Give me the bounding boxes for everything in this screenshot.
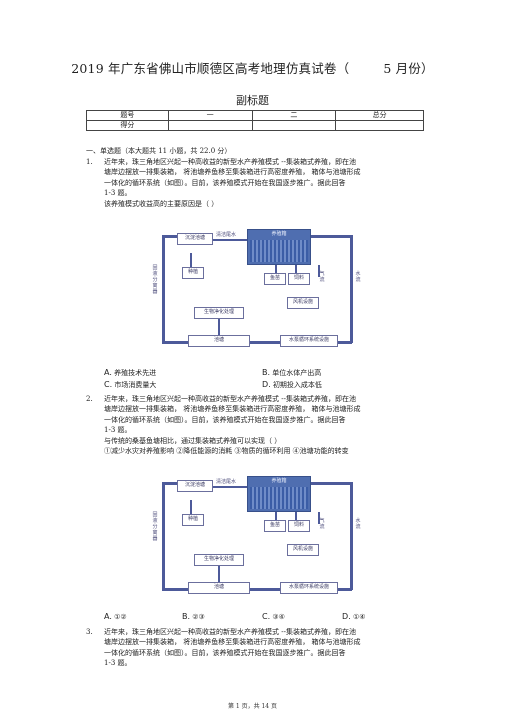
score-table: 题号 一 二 总分 得分 xyxy=(86,110,424,131)
blower-box: 风机设施 xyxy=(287,544,319,556)
feed-box: 饲料 xyxy=(288,520,310,532)
document-title: 2019 年广东省佛山市顺德区高考地理仿真试卷（5 月份） xyxy=(71,61,434,76)
feed-box: 饲料 xyxy=(288,273,310,285)
option-2d[interactable]: D. ①④ xyxy=(342,612,366,621)
option-1a[interactable]: A. 养殖技术先进 xyxy=(104,368,157,377)
fry-box: 鱼苗 xyxy=(264,520,286,532)
bio-treatment-box: 生物净化处理 xyxy=(194,554,244,566)
pond-box: 池塘 xyxy=(188,335,250,347)
question-2-stem: 近年来，珠三角地区兴起一种高收益的新型水产养殖模式 --集装箱式养殖，即在池 塘… xyxy=(104,395,361,456)
blower-box: 风机设施 xyxy=(287,297,319,309)
section-header: 一、单选题（本大题共 11 小题，共 22.0 分） xyxy=(86,147,232,155)
question-3-stem: 近年来，珠三角地区兴起一种高收益的新型水产养殖模式 --集装箱式养殖，即在池 塘… xyxy=(104,628,361,668)
table-row: 题号 一 二 总分 xyxy=(86,110,424,121)
bio-treatment-box: 生物净化处理 xyxy=(194,307,244,319)
page-footer: 第 1 页，共 14 页 xyxy=(227,703,278,710)
option-2a[interactable]: A. ①② xyxy=(104,612,127,621)
fry-box: 鱼苗 xyxy=(264,273,286,285)
option-1b[interactable]: B. 单位水体产出高 xyxy=(262,368,322,377)
container-box: 养殖箱 xyxy=(247,476,311,512)
option-2b[interactable]: B. ②③ xyxy=(182,612,205,621)
aquaculture-diagram-1: 沉淀池塘 清洁尾水 养殖箱 种植 鱼苗 饲料 气流 风机设施 生物净化处理 池塘… xyxy=(150,225,365,353)
aquaculture-diagram-2: 沉淀池塘 清洁尾水 养殖箱 种植 鱼苗 饲料 气流 风机设施 生物净化处理 池塘… xyxy=(150,472,365,600)
question-1-number: 1. xyxy=(86,158,93,166)
solid-liquid-separator-label: 固液分离器 xyxy=(152,265,158,295)
question-stem: 近年来，珠三角地区兴起一种高收益的新型水产养殖模式 --集装箱式养殖，即在池 塘… xyxy=(104,158,361,208)
option-1d[interactable]: D. 初期投入成本低 xyxy=(262,380,322,389)
table-row: 得分 xyxy=(86,120,424,131)
pump-system-box: 水泵循环系统设施 xyxy=(280,335,338,347)
planting-box: 种植 xyxy=(182,514,204,526)
container-box: 养殖箱 xyxy=(247,229,311,265)
option-1c[interactable]: C. 市场消费量大 xyxy=(104,380,157,389)
airflow-label: 气流 xyxy=(319,271,325,283)
water-flow-label: 水流 xyxy=(355,271,361,283)
airflow-label: 气流 xyxy=(319,518,325,530)
option-2c[interactable]: C. ③④ xyxy=(262,612,285,621)
pond-box: 池塘 xyxy=(188,582,250,594)
settling-pond-box: 沉淀池塘 xyxy=(177,233,213,245)
clean-water-label: 清洁尾水 xyxy=(216,479,237,485)
water-flow-label: 水流 xyxy=(355,518,361,530)
solid-liquid-separator-label: 固液分离器 xyxy=(152,512,158,542)
question-3-number: 3. xyxy=(86,628,93,636)
document-subtitle: 副标题 xyxy=(236,94,269,107)
question-2-number: 2. xyxy=(86,395,93,403)
pump-system-box: 水泵循环系统设施 xyxy=(280,582,338,594)
clean-water-label: 清洁尾水 xyxy=(216,232,237,238)
planting-box: 种植 xyxy=(182,267,204,279)
settling-pond-box: 沉淀池塘 xyxy=(177,480,213,492)
